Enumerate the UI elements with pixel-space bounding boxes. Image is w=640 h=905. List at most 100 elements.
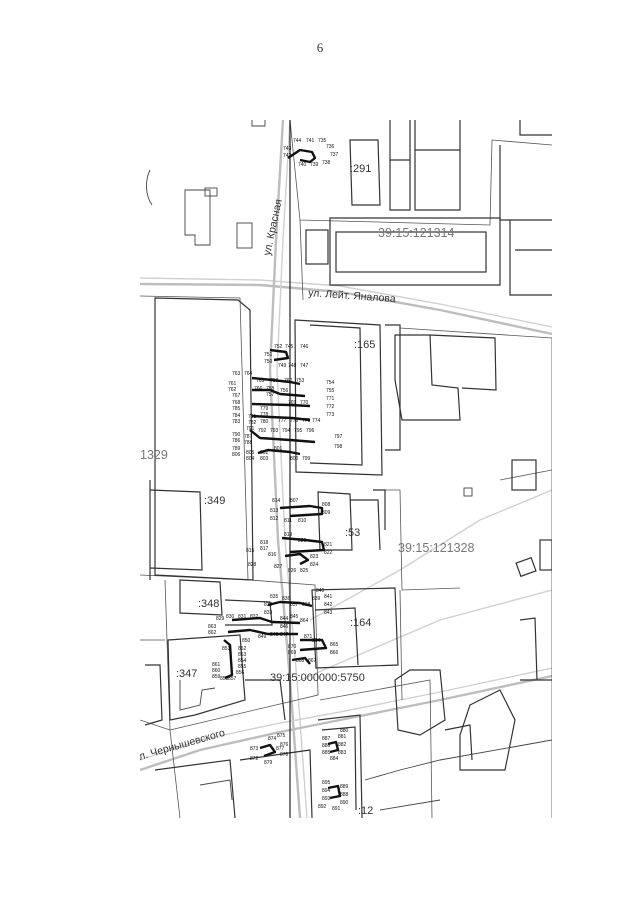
point-label: 763 (232, 371, 241, 377)
cable-segment-830 (231, 616, 301, 625)
building (539, 539, 552, 571)
road-inner-diagonal-2 (299, 589, 552, 681)
point-label: 787 (244, 434, 253, 440)
point-label: 775 (302, 418, 311, 424)
parcel-boundary-north (289, 120, 552, 226)
building (414, 120, 461, 151)
road-chernyshevskogo (140, 674, 552, 772)
cable-segment-819 (281, 536, 326, 554)
point-label: 791 (246, 426, 255, 432)
point-label: 746 (300, 344, 309, 350)
point-label: 831 (238, 614, 247, 620)
point-label: 885 (322, 750, 331, 756)
cable-route (223, 120, 342, 818)
point-label: 783 (232, 419, 241, 425)
point-label: 858 (220, 676, 229, 682)
point-label: 774 (312, 418, 321, 424)
point-label: 740 (298, 162, 307, 168)
point-label: 796 (306, 428, 315, 434)
parcel-boundary-n2 (299, 219, 304, 301)
point-label: 754 (326, 380, 335, 386)
point-label: 800 (290, 456, 299, 462)
buildings-layer (144, 120, 552, 818)
building (519, 617, 538, 681)
point-label: 892 (318, 804, 327, 810)
cable-segment-880 (327, 740, 340, 754)
road-yanalova (140, 282, 552, 336)
building-165 (294, 319, 383, 476)
cable-segment-869 (291, 656, 311, 665)
point-label: 857 (228, 676, 237, 682)
cable-segment-753 (251, 376, 301, 386)
point-label: 811 (284, 518, 292, 524)
cable-segment-807 (279, 504, 324, 518)
point-label: 795 (294, 428, 303, 434)
cable-segment-745 (269, 348, 290, 362)
point-label: 823 (310, 554, 319, 560)
point-label: 742 (283, 153, 292, 159)
point-label: 859 (212, 674, 221, 680)
point-label: 837 (290, 602, 299, 608)
cadastral-parcel-53: :53 (345, 527, 360, 539)
road-krasnaya-edge (276, 120, 308, 818)
point-label: 860 (212, 668, 221, 674)
point-label: 870 (288, 644, 297, 650)
cable-segment-851 (223, 639, 234, 680)
point-label: 773 (326, 412, 335, 418)
parcel-boundary-se (319, 679, 433, 818)
point-label: 761 (228, 381, 237, 387)
point-label: 764 (244, 371, 253, 377)
road-krasnaya (268, 120, 302, 818)
parcel-boundary-164 (399, 589, 403, 701)
point-label: 769 (288, 400, 297, 406)
street-label-krasnaya: ул. Красная (261, 198, 285, 257)
point-label: 874 (268, 736, 277, 742)
cable-segment-888 (327, 784, 342, 800)
point-label: 830 (226, 614, 235, 620)
point-label: 750 (264, 359, 273, 365)
point-label: 890 (340, 800, 349, 806)
point-label: 894 (322, 788, 331, 794)
point-label: 813 (270, 508, 279, 514)
point-label: 854 (238, 658, 247, 664)
page-number: 6 (316, 40, 324, 55)
point-label: 808 (322, 502, 331, 508)
point-label: 871 (304, 634, 313, 640)
building (184, 189, 211, 246)
point-label: 891 (332, 806, 341, 812)
cadastral-block-121314: 39:15:121314 (378, 226, 455, 240)
point-label: 879 (264, 760, 273, 766)
point-label: 865 (330, 642, 339, 648)
point-label: 844 (280, 616, 289, 622)
point-label: 849 (258, 634, 267, 640)
building (245, 679, 286, 721)
point-label: 848 (270, 632, 279, 638)
cadastral-parcel-164: :164 (350, 617, 371, 629)
cadastral-parcel-1329: 1329 (140, 448, 168, 462)
point-label: 850 (242, 638, 251, 644)
point-label: 772 (326, 404, 335, 410)
point-label: 786 (232, 438, 241, 444)
point-label: 770 (300, 400, 309, 406)
point-label: 873 (250, 746, 259, 752)
point-label: 882 (338, 742, 347, 748)
point-label: 748 (288, 363, 297, 369)
point-label: 843 (324, 610, 333, 616)
point-label: 755 (326, 388, 335, 394)
building-164 (311, 587, 399, 669)
parcel-boundary-53 (380, 489, 461, 591)
point-label: 739 (310, 162, 319, 168)
point-label: 867 (308, 658, 317, 664)
building (509, 220, 552, 296)
point-label: 790 (232, 432, 241, 438)
parcel-boundaries (140, 120, 552, 818)
point-label: 806 (232, 452, 241, 458)
building (349, 139, 381, 206)
point-label: 826 (288, 568, 297, 574)
cable-segment-823 (284, 552, 310, 566)
point-label: 862 (208, 630, 217, 636)
building (389, 160, 411, 211)
cable-segment-800 (257, 448, 301, 456)
point-label: 759 (270, 378, 279, 384)
road-chernyshevskogo-edge (140, 667, 552, 761)
